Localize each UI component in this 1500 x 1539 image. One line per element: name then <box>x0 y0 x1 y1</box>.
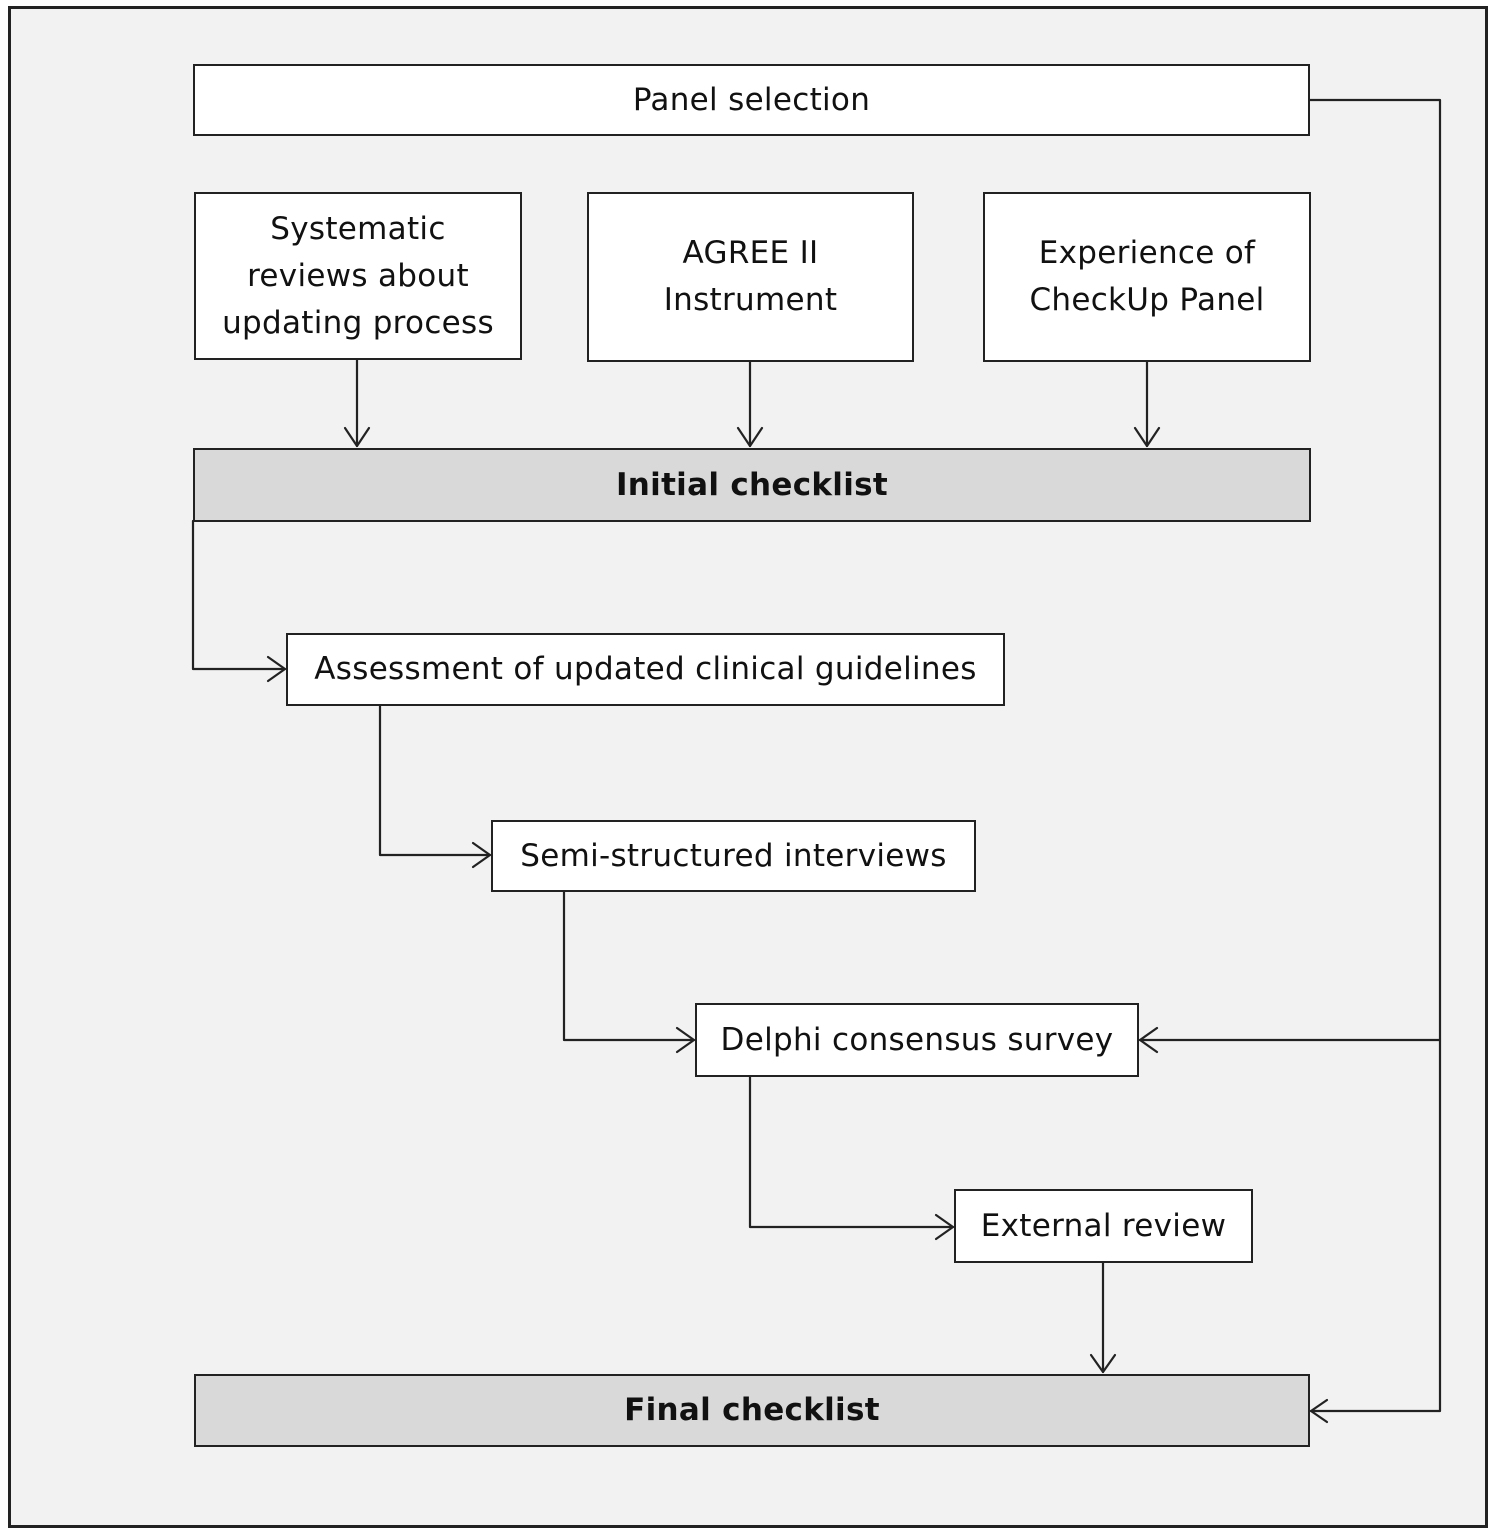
initial-checklist-box: Initial checklist <box>193 448 1311 522</box>
connector-delphi-to-external <box>748 1074 955 1229</box>
arrowhead-initial-2 <box>736 426 764 448</box>
arrowhead-delphi-from-panel <box>1138 1026 1159 1054</box>
connector-panel-bus <box>1307 98 1442 1413</box>
arrowhead-assessment <box>266 655 287 683</box>
arrowhead-final-from-panel <box>1309 1398 1329 1424</box>
systematic-reviews-box: Systematic reviews about updating proces… <box>194 192 522 360</box>
external-review-box: External review <box>954 1189 1253 1263</box>
connector-initial-to-assessment <box>191 519 287 671</box>
arrowhead-initial-3 <box>1133 426 1161 448</box>
assessment-box: Assessment of updated clinical guideline… <box>286 633 1005 706</box>
final-checklist-box: Final checklist <box>194 1374 1310 1447</box>
delphi-survey-box: Delphi consensus survey <box>695 1003 1139 1077</box>
checkup-panel-experience-box: Experience of CheckUp Panel <box>983 192 1311 362</box>
arrowhead-final <box>1089 1353 1117 1374</box>
connector-assessment-to-interviews <box>378 703 492 857</box>
agree-instrument-box: AGREE II Instrument <box>587 192 914 362</box>
semi-structured-interviews-box: Semi-structured interviews <box>491 820 976 892</box>
arrowhead-external <box>934 1213 955 1241</box>
arrowhead-delphi <box>675 1026 696 1054</box>
panel-selection-box: Panel selection <box>193 64 1310 136</box>
connector-interviews-to-delphi <box>562 889 696 1042</box>
arrowhead-interviews <box>471 841 492 869</box>
arrowhead-initial-1 <box>343 426 371 448</box>
